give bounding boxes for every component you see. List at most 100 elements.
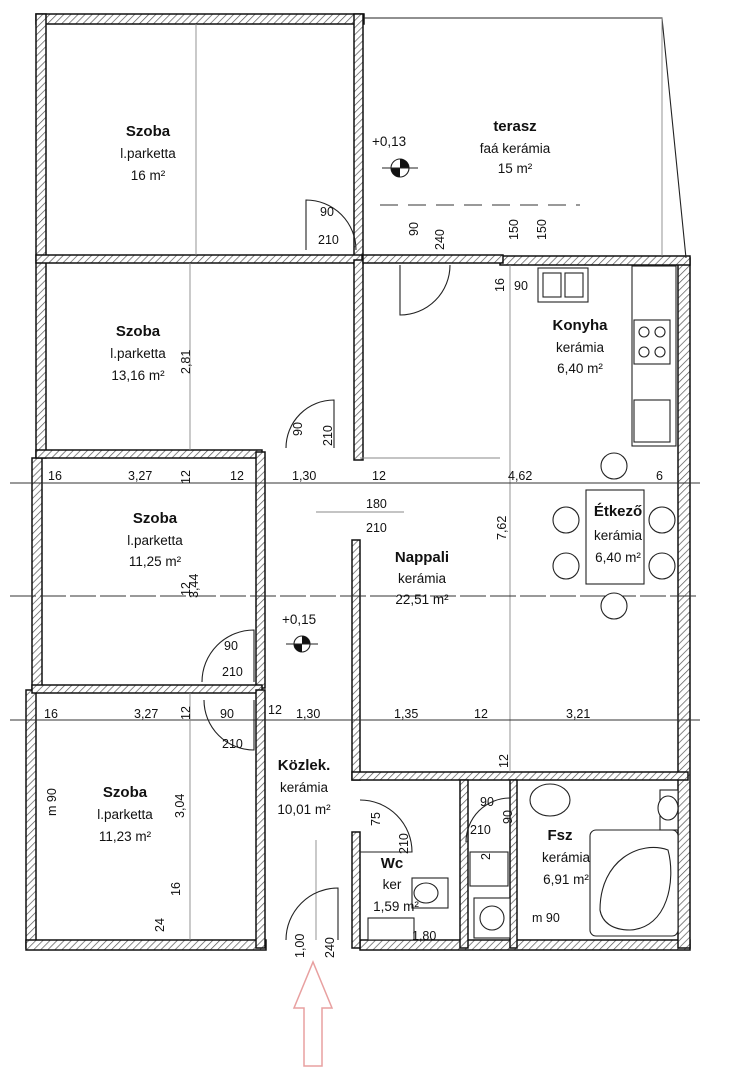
room-area: 13,16 m² <box>111 368 165 383</box>
room-material: kerámia <box>280 780 329 795</box>
fsz-toilet-bowl <box>657 795 679 821</box>
room-name: Szoba <box>103 784 148 801</box>
dimension-label: 3,27 <box>128 469 152 483</box>
dimension-label: 150 <box>507 219 521 240</box>
dimension-label: 16 <box>44 707 58 721</box>
dimension-label: 90 <box>480 795 494 809</box>
dimension-label: 3,04 <box>173 794 187 818</box>
outer-wall-bottom-left <box>25 939 267 951</box>
dimension-label: 1,30 <box>296 707 320 721</box>
dimension-label: 12 <box>268 703 282 717</box>
wall-fsz-left <box>459 779 469 949</box>
dimension-label: 180 <box>366 497 387 511</box>
door-wc <box>359 799 413 853</box>
stove-burner-4 <box>654 346 666 358</box>
room-name: Fsz <box>547 827 572 844</box>
bathtub <box>589 829 679 937</box>
dimension-label: 12 <box>179 582 193 596</box>
room-material: kerámia <box>398 571 447 586</box>
dimension-label: 75 <box>369 812 383 826</box>
walls <box>25 13 691 951</box>
room-material: kerámia <box>556 340 605 355</box>
dimension-label: 90 <box>407 222 421 236</box>
room-name: Szoba <box>116 323 161 340</box>
wall-terrace-front <box>362 254 504 264</box>
room-wall-szoba2-bottom <box>35 449 263 459</box>
kitchen-sink-bowl-right <box>564 272 584 298</box>
level-labels: +0,13 +0,15 <box>282 134 406 627</box>
door-szoba2 <box>285 399 335 449</box>
dining-chair-2 <box>552 506 580 534</box>
room-area: 10,01 m² <box>277 802 331 817</box>
dimension-label: 90 <box>320 205 334 219</box>
fixtures <box>367 265 679 941</box>
outer-wall-left-lower <box>25 689 37 949</box>
wall-fsz-inner <box>509 779 518 949</box>
door-entrance <box>285 887 339 941</box>
dimension-label: 210 <box>222 665 243 679</box>
room-name: Szoba <box>133 510 178 527</box>
room-area: 11,23 m² <box>99 829 152 844</box>
stove-burner-2 <box>654 326 666 338</box>
dining-chair-5 <box>648 552 676 580</box>
dimension-label: 90 <box>514 279 528 293</box>
dimension-label: 2,81 <box>179 350 193 374</box>
room-material: kerámia <box>542 850 591 865</box>
kitchen-sink-bowl-left <box>542 272 562 298</box>
room-material: l.parketta <box>127 533 183 548</box>
dimension-label: 7,62 <box>495 516 509 540</box>
room-name: terasz <box>493 118 536 135</box>
room-material: l.parketta <box>120 146 176 161</box>
dimension-label: 210 <box>470 823 491 837</box>
dining-table <box>585 489 645 585</box>
dimension-label: m 90 <box>532 911 560 925</box>
door-terrace <box>399 264 451 316</box>
outer-wall-top <box>35 13 365 25</box>
room-name: Konyha <box>552 317 608 334</box>
outer-wall-left-mid <box>31 457 43 691</box>
dimension-label: 12 <box>230 469 244 483</box>
room-area: 16 m² <box>131 168 166 183</box>
dining-chair-4 <box>648 506 676 534</box>
washbasin <box>529 783 571 817</box>
dimension-label: 24 <box>153 918 167 932</box>
room-name: Wc <box>381 855 404 872</box>
room-material: l.parketta <box>97 807 153 822</box>
room-labels: Szoba l.parketta 16 m² Szoba l.parketta … <box>97 118 642 914</box>
dimension-label: 150 <box>535 219 549 240</box>
room-wall-szoba4-right <box>255 689 266 949</box>
terrace <box>364 17 687 259</box>
stove-burner-1 <box>638 326 650 338</box>
doors <box>201 199 511 941</box>
level-label: +0,15 <box>282 612 316 627</box>
room-wall-szoba2-right <box>353 259 364 461</box>
door-szoba3 <box>201 629 255 683</box>
kitchen-stove <box>633 319 671 365</box>
room-material: l.parketta <box>110 346 166 361</box>
dimension-label: 16 <box>48 469 62 483</box>
boiler <box>469 851 509 887</box>
dimension-label: 240 <box>433 229 447 250</box>
dimension-label: 2 <box>479 853 493 860</box>
dimension-label: 90 <box>224 639 238 653</box>
dimension-label: 16 <box>493 278 507 292</box>
outer-wall-top-kitchen <box>499 255 691 266</box>
outer-wall-right <box>677 257 691 949</box>
entrance-arrow <box>292 960 334 1067</box>
room-name: Étkező <box>594 503 642 520</box>
dimension-label: 210 <box>318 233 339 247</box>
dimension-label: m 90 <box>45 788 59 816</box>
room-material: ker <box>383 877 402 892</box>
level-markers <box>286 158 418 653</box>
door-szoba4 <box>203 699 255 751</box>
room-wall-szoba1-right <box>353 13 364 265</box>
dimension-label: 1,30 <box>292 469 316 483</box>
room-wall-szoba3-bottom <box>31 684 263 694</box>
terrace-outline <box>364 17 687 259</box>
stove-burner-3 <box>638 346 650 358</box>
room-area: 1,59 m² <box>373 899 419 914</box>
room-name: Nappali <box>395 549 449 566</box>
door-fsz <box>465 797 511 843</box>
dimension-label: 210 <box>321 425 335 446</box>
